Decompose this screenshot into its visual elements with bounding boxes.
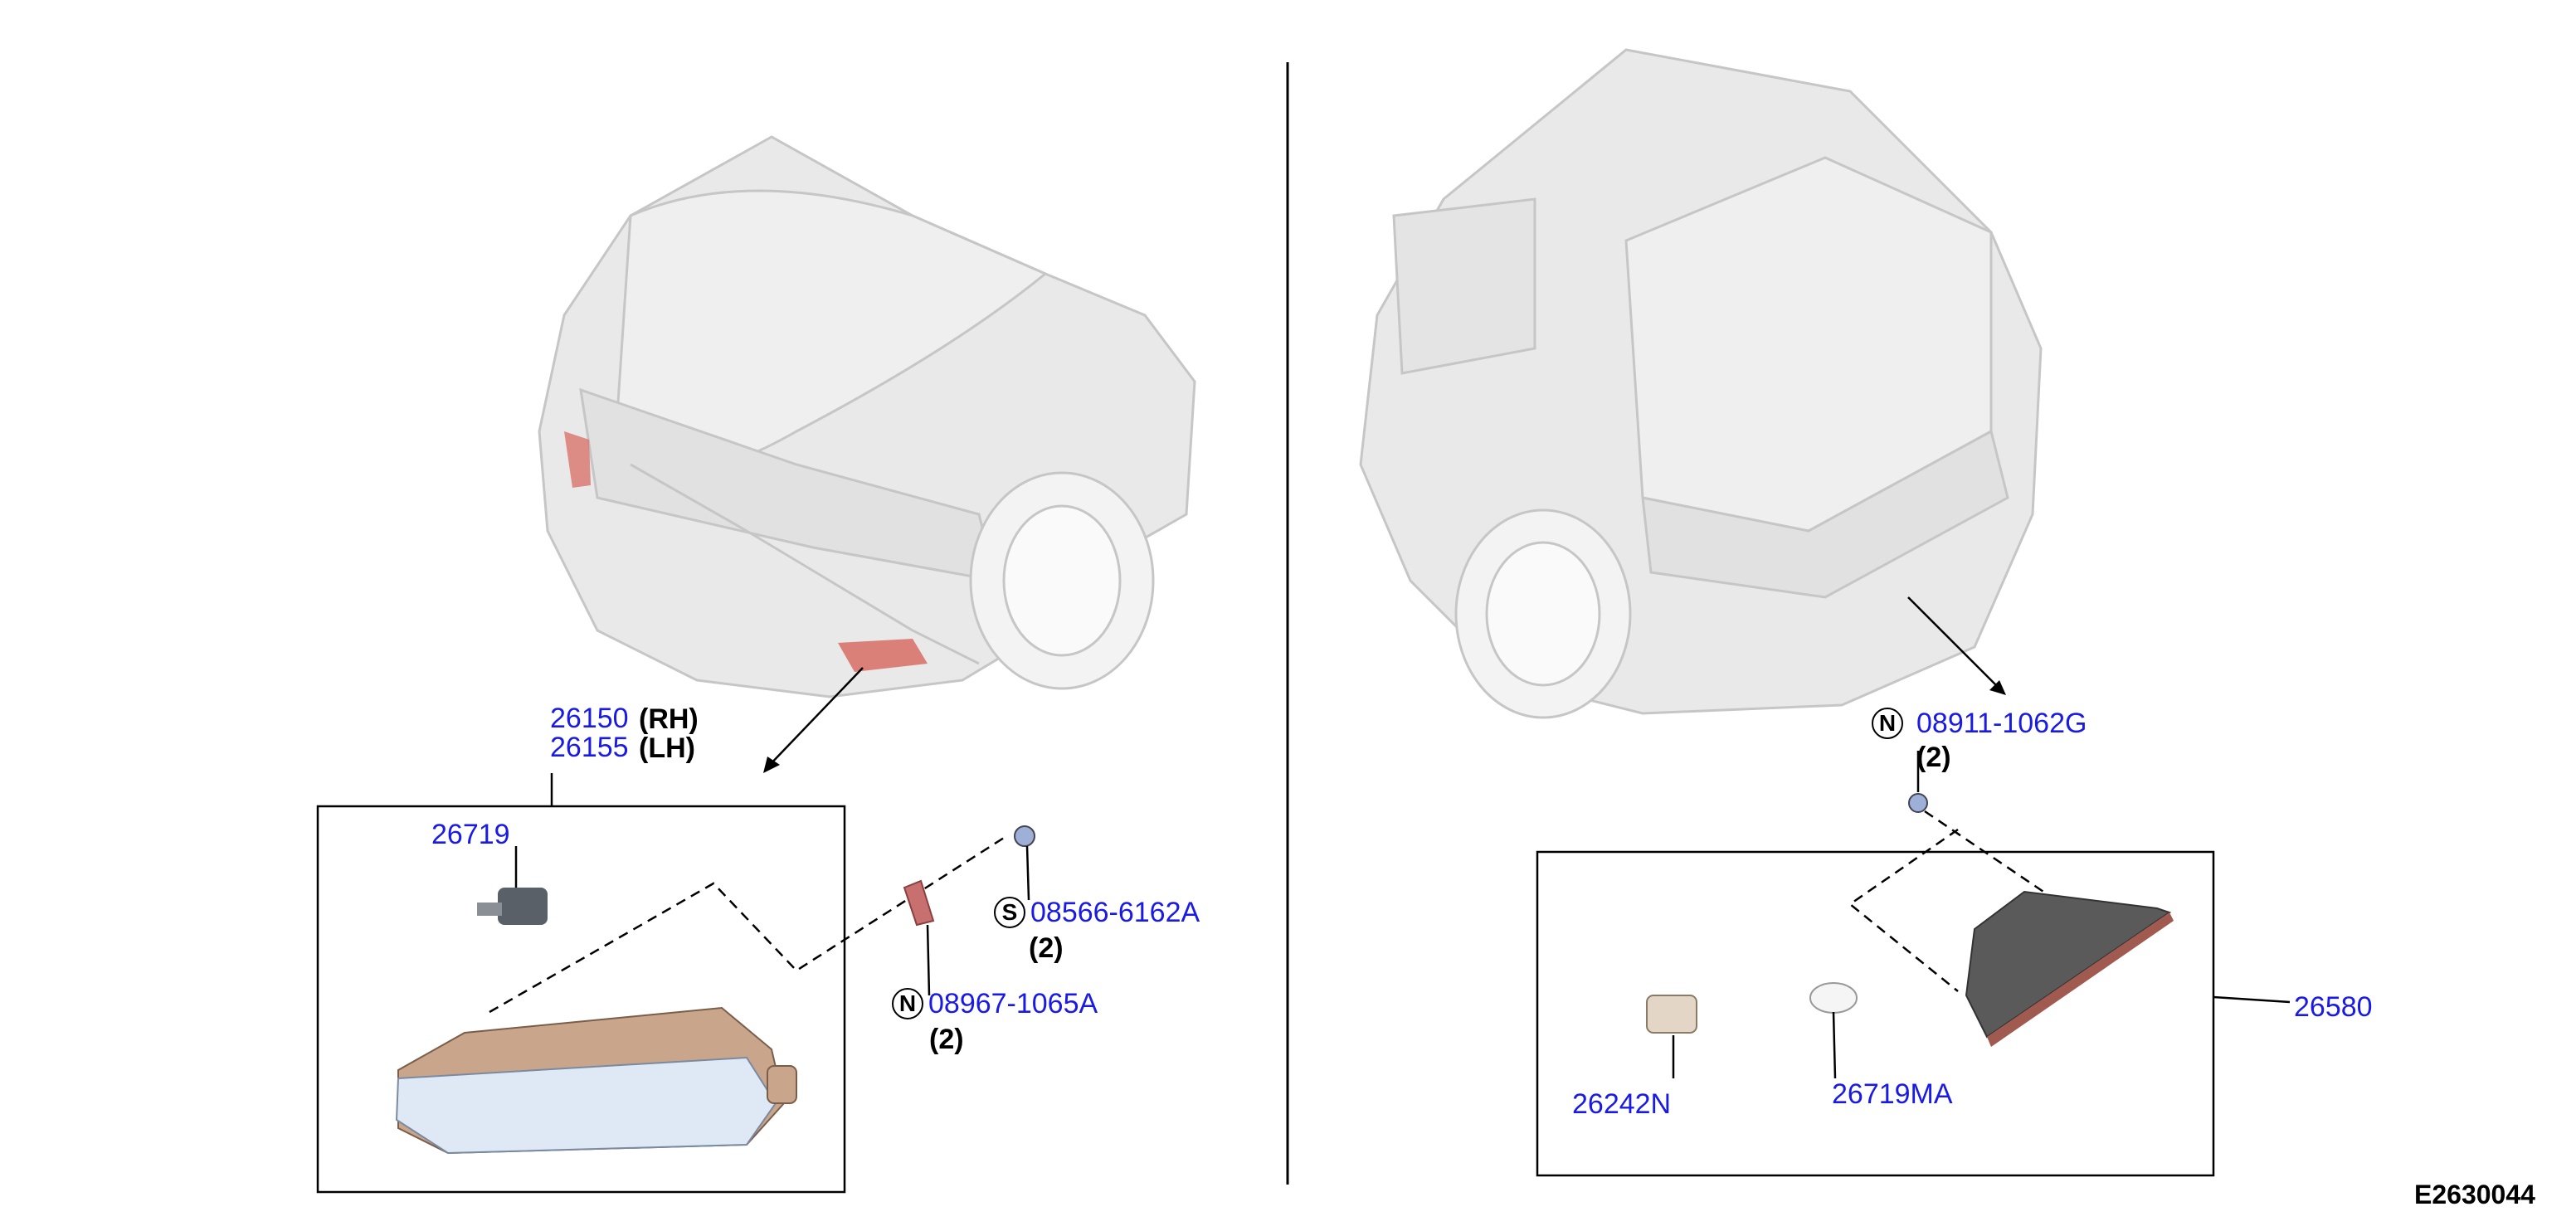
rh-label: (RH)	[639, 703, 699, 735]
bulb-26719-illustration	[477, 846, 548, 925]
part-number-08566-6162a[interactable]: 08566-6162A	[1030, 897, 1200, 928]
lh-label: (LH)	[639, 732, 695, 764]
fog-lamp-housing-illustration	[395, 1006, 797, 1155]
screw-illustration	[1014, 825, 1035, 847]
qty-08566: (2)	[1029, 932, 1064, 964]
socket-illustration	[1646, 995, 1697, 1078]
front-lamp-highlight-right	[838, 639, 928, 672]
fog-lamp-assembly-box	[316, 805, 846, 1194]
part-number-08911-1062g[interactable]: 08911-1062G	[1916, 708, 2087, 739]
part-number-08967-1065a[interactable]: 08967-1065A	[928, 988, 1098, 1019]
part-number-26242n[interactable]: 26242N	[1572, 1088, 1672, 1120]
qty-08911: (2)	[1916, 742, 1951, 773]
part-number-26719ma[interactable]: 26719MA	[1832, 1078, 1953, 1110]
clip-illustration	[1908, 793, 1928, 813]
part-number-26580[interactable]: 26580	[2294, 991, 2373, 1023]
bulb-dash-guide	[489, 836, 1005, 1014]
rear-lamp-assembly-box	[1536, 850, 2215, 1177]
qty-08967: (2)	[929, 1024, 964, 1055]
part-number-26155[interactable]: 26155	[550, 732, 629, 763]
front-lamp-highlight-left	[564, 431, 591, 488]
diagram-code: E2630044	[2414, 1180, 2535, 1209]
rear-lamp-illustration	[1965, 890, 2174, 1047]
bracket-illustration	[903, 879, 935, 927]
part-number-26719[interactable]: 26719	[431, 819, 510, 850]
n-symbol-icon: N	[1872, 708, 1903, 739]
clip-dash-guide	[1848, 828, 1959, 992]
s-symbol-icon: S	[994, 897, 1025, 928]
n-symbol-icon: N	[892, 988, 923, 1019]
rear-car-illustration	[1359, 48, 2043, 719]
bulb-26719ma-illustration	[1809, 982, 1858, 1079]
front-car-illustration	[538, 135, 1196, 698]
part-number-26150[interactable]: 26150	[550, 703, 629, 734]
